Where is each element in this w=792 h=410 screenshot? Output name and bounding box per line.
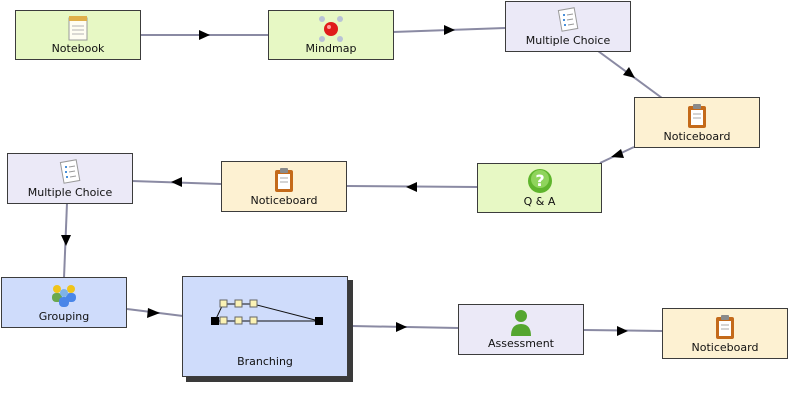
node-label: Multiple Choice	[525, 34, 611, 47]
node-label: Q & A	[523, 195, 556, 208]
arrowhead	[444, 25, 455, 35]
notepad-icon	[68, 16, 88, 41]
multiple-choice-activity[interactable]: Multiple Choice	[505, 1, 631, 52]
mindmap-activity[interactable]: Mindmap	[268, 10, 394, 60]
assessment-activity[interactable]: Assessment	[458, 304, 584, 355]
checklist-icon	[557, 7, 579, 32]
arrowhead	[61, 235, 71, 246]
noticeboard-activity[interactable]: Noticeboard	[662, 308, 788, 359]
checklist-icon	[59, 159, 81, 184]
clipboard-icon	[716, 315, 734, 339]
svg-text:?: ?	[535, 171, 544, 190]
arrowhead	[617, 326, 628, 336]
node-label: Noticeboard	[663, 130, 731, 143]
noticeboard-activity[interactable]: Noticeboard	[221, 161, 347, 212]
question-icon: ?	[527, 169, 552, 193]
multiple-choice-activity[interactable]: Multiple Choice	[7, 153, 133, 204]
noticeboard-activity[interactable]: Noticeboard	[634, 97, 760, 148]
person-icon	[511, 310, 531, 336]
arrowhead	[623, 67, 635, 78]
arrowhead	[199, 30, 210, 40]
arrowhead	[611, 149, 624, 158]
arrowhead	[171, 177, 182, 187]
node-label: Mindmap	[305, 42, 357, 55]
branching-diagram-icon	[211, 299, 323, 325]
arrowhead	[147, 308, 160, 318]
node-label: Branching	[237, 355, 293, 368]
node-label: Grouping	[38, 310, 90, 323]
clipboard-icon	[688, 104, 706, 128]
people-group-icon	[52, 285, 76, 307]
mindmap-icon	[319, 16, 343, 42]
qa-activity[interactable]: ? Q & A	[477, 163, 602, 213]
branching-activity[interactable]: Branching	[182, 276, 348, 377]
node-label: Assessment	[488, 337, 554, 350]
node-label: Notebook	[51, 42, 105, 55]
arrowhead	[406, 182, 417, 192]
clipboard-icon	[275, 168, 293, 192]
node-label: Multiple Choice	[27, 186, 113, 199]
grouping-activity[interactable]: Grouping	[1, 277, 127, 328]
node-label: Noticeboard	[250, 194, 318, 207]
node-label: Noticeboard	[691, 341, 759, 354]
notebook-activity[interactable]: Notebook	[15, 10, 141, 60]
arrowhead	[396, 322, 407, 332]
